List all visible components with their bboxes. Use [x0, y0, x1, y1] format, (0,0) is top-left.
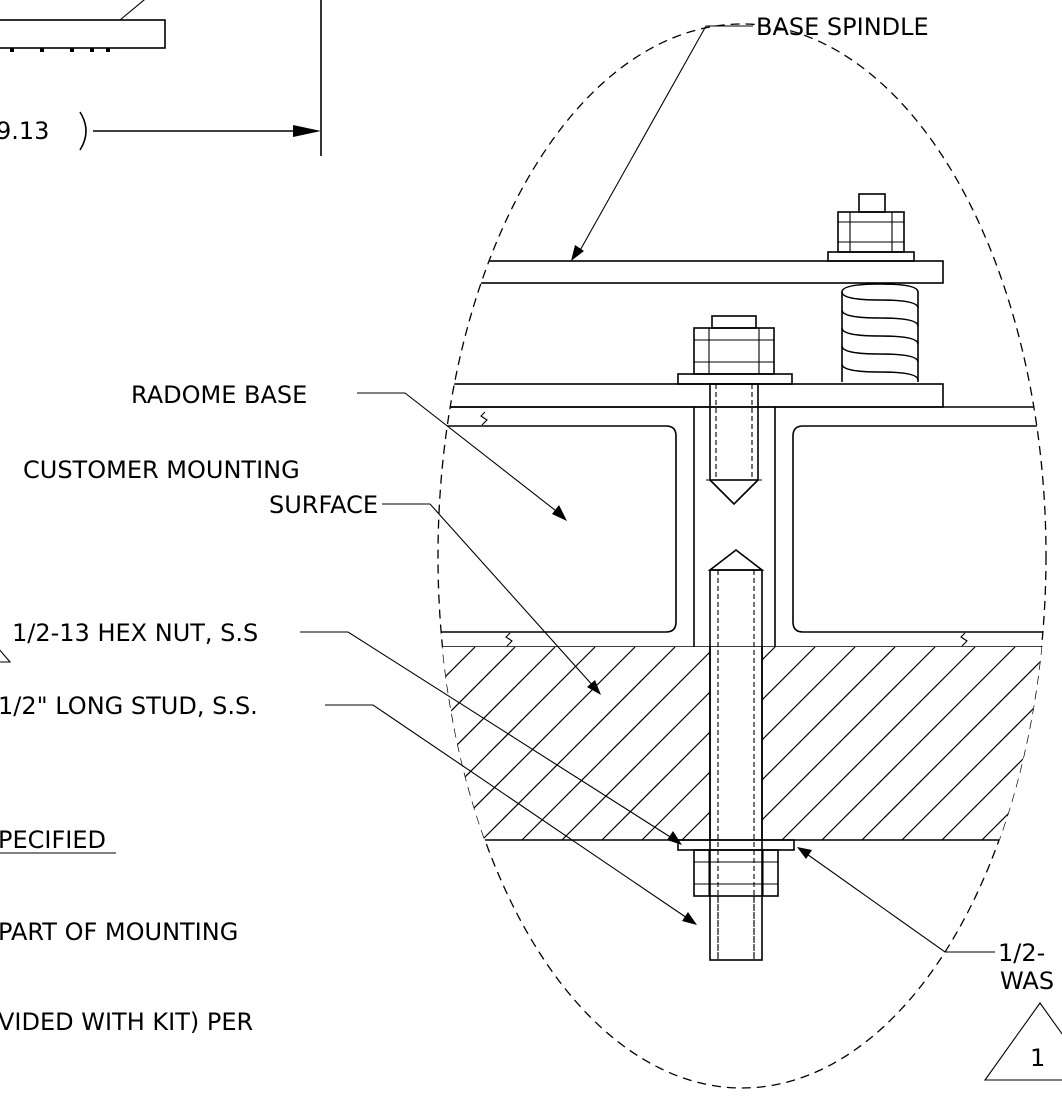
- label-customer-mounting-line1: CUSTOMER MOUNTING: [23, 456, 300, 484]
- long-stud: [677, 548, 795, 961]
- note-2: VIDED WITH KIT) PER: [0, 1008, 253, 1036]
- label-base-spindle: BASE SPINDLE: [756, 13, 929, 41]
- label-long-stud: 1/2" LONG STUD, S.S.: [0, 692, 258, 720]
- revision-triangle: 1: [983, 1002, 1062, 1081]
- spring-coils: [841, 283, 919, 382]
- label-customer-mounting-line2: SURFACE: [269, 491, 378, 519]
- upper-bolt: [677, 315, 793, 506]
- partial-side-view: [0, 0, 322, 156]
- note-1: PART OF MOUNTING: [0, 918, 238, 946]
- note-title: PECIFIED: [0, 826, 106, 854]
- fastener-dots: [10, 48, 110, 52]
- base-spindle-plate: [438, 260, 944, 284]
- left-channel: [438, 425, 677, 633]
- label-washer-line1: 1/2-: [998, 939, 1045, 967]
- lower-hex-nut: [693, 849, 779, 897]
- right-channel: [792, 425, 1046, 633]
- detail-view-boundary: [437, 23, 1047, 1089]
- revision-number: 1: [1030, 1044, 1045, 1072]
- spring-nut: [837, 211, 905, 253]
- label-radome-base: RADOME BASE: [131, 381, 307, 409]
- detail-view-contents: [438, 260, 1046, 841]
- upper-hex-nut: [693, 327, 775, 375]
- radome-base-plate: [438, 383, 944, 408]
- upper-washer: [677, 373, 793, 385]
- label-washer-line2: WAS: [1000, 967, 1054, 995]
- customer-mounting-hatch: [438, 646, 1046, 841]
- spring-assembly: [827, 193, 919, 382]
- notes: PECIFIED PART OF MOUNTING VIDED WITH KIT…: [0, 826, 253, 1036]
- dimension-value: 9.13: [0, 117, 49, 145]
- delta-marker-partial: [0, 649, 12, 663]
- label-hex-nut: 1/2-13 HEX NUT, S.S: [12, 619, 258, 647]
- lower-washer: [677, 839, 795, 851]
- dimension-9-13: 9.13: [0, 111, 321, 151]
- leader-lines: [300, 25, 995, 953]
